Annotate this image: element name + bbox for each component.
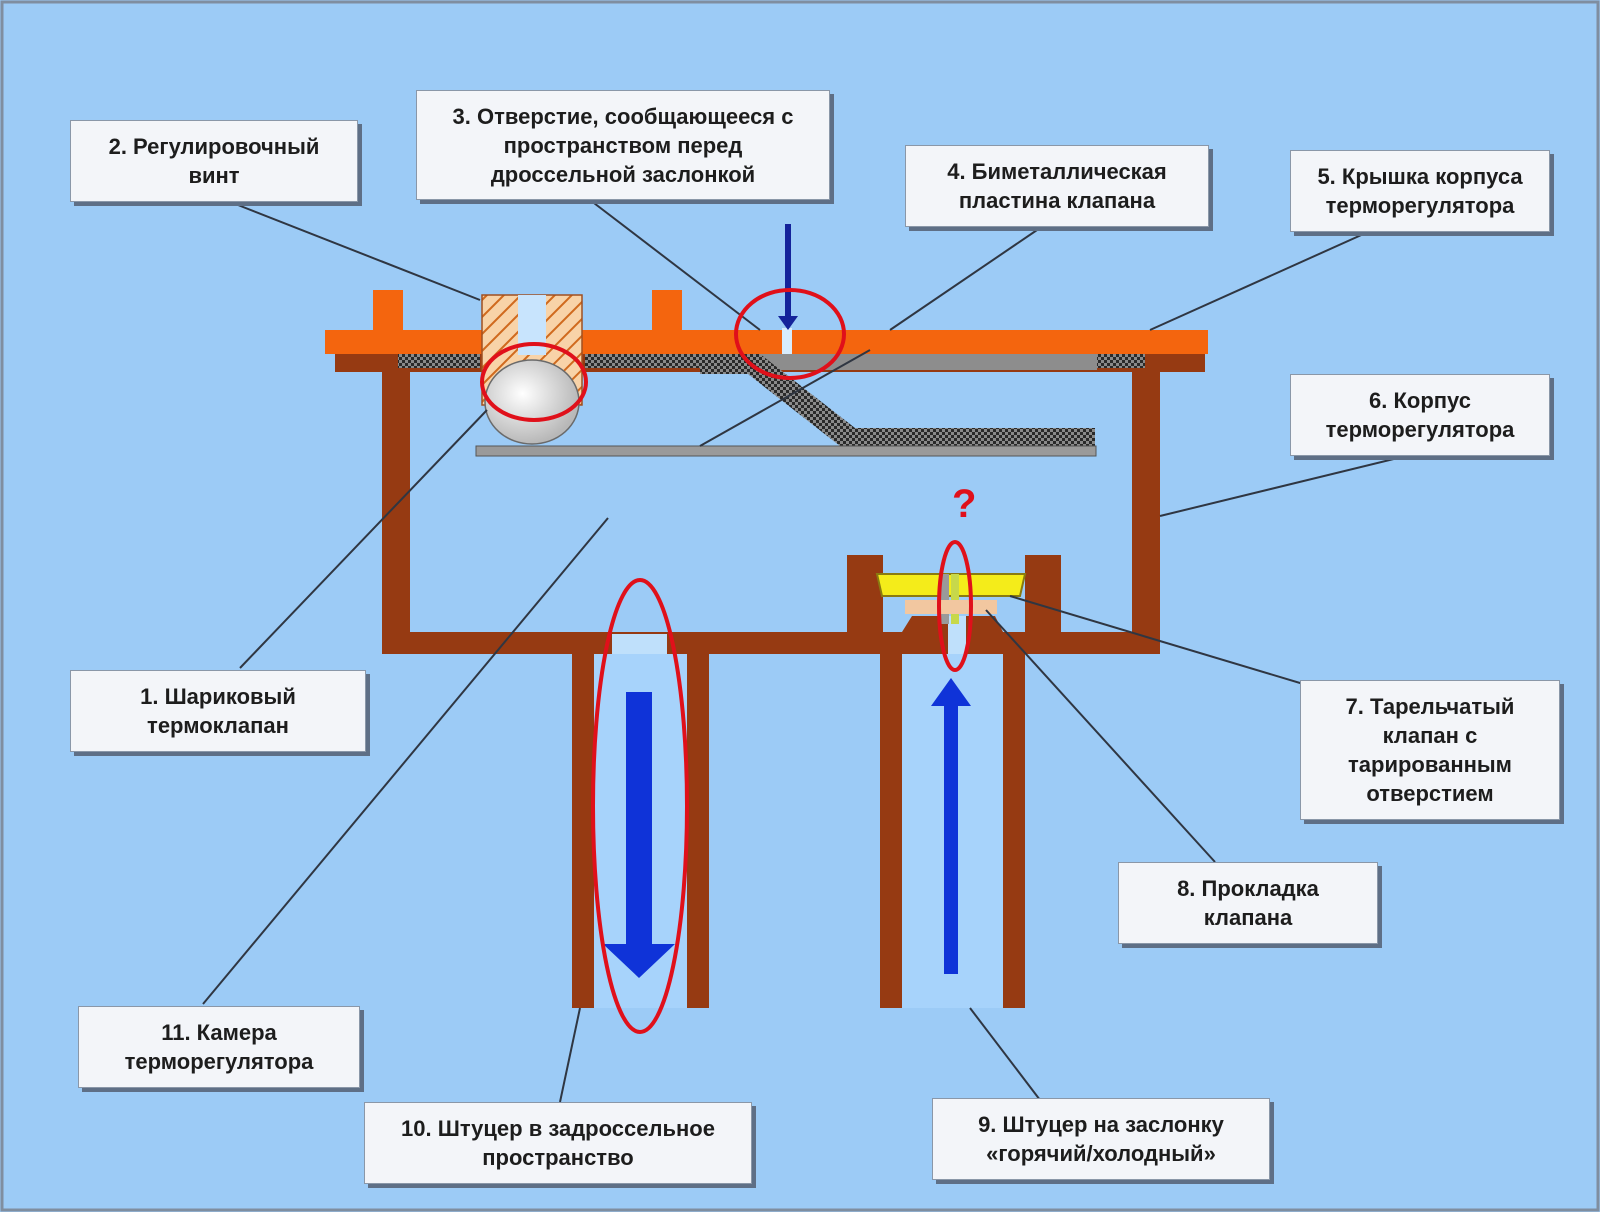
label-ball-thermovalve: 1. Шариковый термоклапан — [70, 670, 366, 752]
label-after-throttle-fitting: 10. Штуцер в задроссельное пространство — [364, 1102, 752, 1184]
question-mark: ? — [952, 482, 977, 526]
label-hot-cold-fitting: 9. Штуцер на заслонку «горячий/холодный» — [932, 1098, 1270, 1180]
ball-thermovalve — [484, 359, 580, 445]
poppet-valve — [875, 573, 1027, 624]
inflow-arrow — [931, 678, 971, 974]
label-cover-hole: 3. Отверстие, сообщающееся с пространств… — [416, 90, 830, 200]
highlight-marks — [480, 288, 973, 1034]
label-housing: 6. Корпус терморегулятора — [1290, 374, 1550, 456]
cover-hole — [782, 328, 792, 356]
label-poppet-valve: 7. Тарельчатый клапан с тарированным отв… — [1300, 680, 1560, 820]
outflow-arrow — [603, 692, 675, 978]
hole-arrow — [778, 224, 798, 330]
leader-lines — [202, 199, 1399, 1103]
thermoregulator-cover — [325, 290, 1208, 354]
label-bimetallic-plate: 4. Биметаллическая пластина клапана — [905, 145, 1209, 227]
label-adjusting-screw: 2. Регулировочный винт — [70, 120, 358, 202]
label-thermoregulator-chamber: 11. Камера терморегулятора — [78, 1006, 360, 1088]
label-valve-gasket: 8. Прокладка клапана — [1118, 862, 1378, 944]
label-cover: 5. Крышка корпуса терморегулятора — [1290, 150, 1550, 232]
valve-gasket — [905, 600, 997, 614]
